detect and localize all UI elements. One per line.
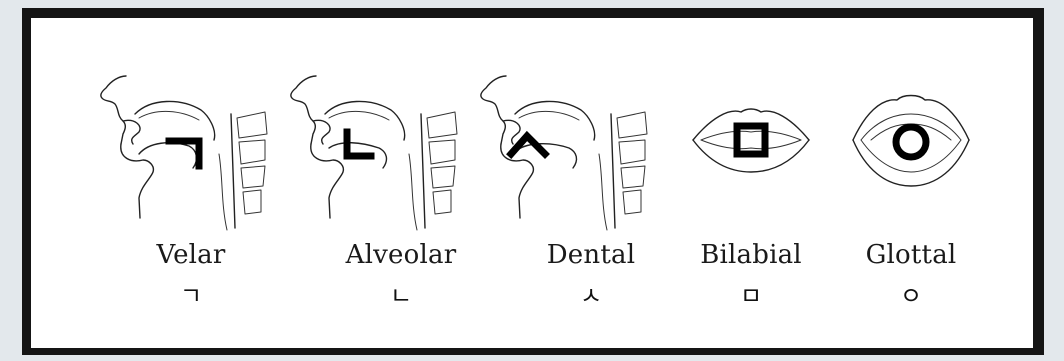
diagram-panel: Velar ㄱ Alveolar ㄴ bbox=[31, 18, 1033, 348]
bilabial-glyph-icon bbox=[737, 126, 765, 154]
glottal-mouth-illustration bbox=[831, 18, 991, 238]
bilabial-letter: ㅁ bbox=[671, 276, 831, 311]
glottal-label: Glottal bbox=[831, 240, 991, 270]
bilabial-label: Bilabial bbox=[671, 240, 831, 270]
glottal-letter: ㅇ bbox=[831, 276, 991, 311]
bilabial-mouth-illustration bbox=[671, 18, 831, 238]
alveolar-column: Alveolar ㄴ bbox=[221, 18, 421, 348]
dental-head-illustration bbox=[411, 18, 611, 238]
glottal-column: Glottal ㅇ bbox=[831, 18, 991, 348]
dental-label: Dental bbox=[511, 240, 671, 270]
glottal-glyph-icon bbox=[896, 127, 926, 157]
alveolar-head-illustration bbox=[221, 18, 421, 238]
velar-column: Velar ㄱ bbox=[31, 18, 231, 348]
dental-letter: ㅅ bbox=[511, 276, 671, 311]
velar-head-illustration bbox=[31, 18, 231, 238]
dental-column: Dental ㅅ bbox=[411, 18, 611, 348]
bilabial-column: Bilabial ㅁ bbox=[671, 18, 831, 348]
